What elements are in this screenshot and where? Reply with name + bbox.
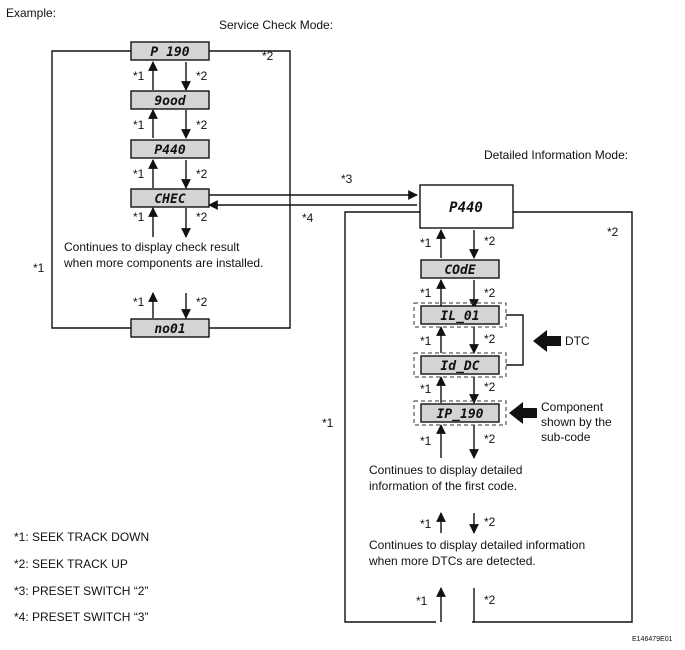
service-note-line-2: when more components are installed. bbox=[64, 256, 264, 270]
marker-star-2: *2 bbox=[196, 167, 208, 181]
lcd-text: IP_190 bbox=[437, 407, 484, 422]
marker-star-2: *2 bbox=[196, 118, 208, 132]
marker-star-1: *1 bbox=[133, 69, 145, 83]
legend-item: *1: SEEK TRACK DOWN bbox=[14, 530, 150, 544]
legend-item: *2: SEEK TRACK UP bbox=[14, 557, 128, 571]
marker-star-1: *1 bbox=[133, 167, 145, 181]
marker-star-1: *1 bbox=[133, 295, 145, 309]
marker-star-2: *2 bbox=[196, 210, 208, 224]
lcd-text: 9ood bbox=[154, 94, 186, 109]
service-arrows bbox=[148, 61, 191, 319]
marker-star-1: *1 bbox=[420, 334, 432, 348]
dashed-frame bbox=[413, 302, 507, 328]
marker-star-2: *2 bbox=[484, 380, 496, 394]
lcd-screen-main bbox=[419, 184, 514, 229]
outer-loop-right bbox=[209, 50, 291, 329]
dashed-frame bbox=[413, 400, 507, 426]
detailed-note-2-line-2: when more DTCs are detected. bbox=[369, 554, 536, 568]
marker-star-1: *1 bbox=[420, 286, 432, 300]
marker-star-1: *1 bbox=[420, 517, 432, 531]
marker-star-2: *2 bbox=[484, 286, 496, 300]
lcd-screen bbox=[420, 305, 500, 325]
component-label-line-2: shown by the bbox=[541, 415, 612, 429]
lcd-screen bbox=[130, 139, 210, 159]
marker-star-2: *2 bbox=[262, 49, 274, 63]
marker-star-2: *2 bbox=[484, 515, 496, 529]
marker-star-2: *2 bbox=[196, 295, 208, 309]
marker-star-1: *1 bbox=[322, 416, 334, 430]
dtc-pointer-arrow bbox=[533, 330, 561, 352]
dtc-bracket bbox=[506, 314, 524, 366]
lcd-text: P 190 bbox=[150, 45, 189, 60]
figure-id: E146479E01 bbox=[632, 636, 673, 643]
component-label-line-1: Component bbox=[541, 400, 604, 414]
service-check-loop bbox=[51, 50, 291, 329]
detailed-note-2-line-1: Continues to display detailed informatio… bbox=[369, 538, 586, 552]
marker-labels: *1 *2 *2 *1 *2 *1 *2 *1 *2 *1 *1 *2 *3 *… bbox=[33, 49, 619, 608]
marker-star-2: *2 bbox=[484, 593, 496, 607]
marker-star-1: *1 bbox=[420, 236, 432, 250]
outer-loop-left bbox=[51, 50, 131, 329]
detailed-loop bbox=[344, 211, 633, 623]
marker-star-1: *1 bbox=[33, 261, 45, 275]
dashed-frame bbox=[413, 352, 507, 378]
lcd-text: P440 bbox=[449, 200, 483, 216]
marker-star-2: *2 bbox=[484, 332, 496, 346]
detailed-note-1-line-2: information of the first code. bbox=[369, 479, 518, 493]
lcd-text: P440 bbox=[154, 143, 185, 158]
detailed-information-mode-title: Detailed Information Mode: bbox=[484, 148, 629, 162]
loop-right bbox=[472, 211, 633, 623]
component-pointer-arrow bbox=[509, 402, 537, 424]
service-check-mode-title: Service Check Mode: bbox=[219, 18, 334, 32]
marker-star-1: *1 bbox=[416, 594, 428, 608]
marker-star-1: *1 bbox=[420, 434, 432, 448]
lcd-text: CHEC bbox=[154, 192, 185, 207]
marker-star-2: *2 bbox=[607, 225, 619, 239]
lcd-screen bbox=[420, 355, 500, 375]
mode-switch-arrows bbox=[208, 190, 418, 210]
marker-star-4: *4 bbox=[302, 211, 314, 225]
lcd-screen bbox=[420, 403, 500, 423]
detailed-arrows bbox=[436, 229, 479, 622]
marker-star-1: *1 bbox=[133, 210, 145, 224]
detailed-screens: P440 COdE IL_01 Id_DC IP_190 bbox=[413, 184, 514, 426]
lcd-text: COdE bbox=[444, 263, 475, 278]
dtc-label: DTC bbox=[565, 334, 590, 348]
lcd-screen bbox=[130, 90, 210, 110]
service-note-line-1: Continues to display check result bbox=[64, 240, 240, 254]
marker-star-2: *2 bbox=[196, 69, 208, 83]
loop-left bbox=[344, 211, 436, 623]
lcd-text: no01 bbox=[154, 322, 185, 337]
lcd-screen bbox=[420, 259, 500, 279]
lcd-screen bbox=[130, 188, 210, 208]
marker-star-2: *2 bbox=[484, 234, 496, 248]
lcd-text: Id_DC bbox=[440, 359, 479, 374]
example-label: Example: bbox=[6, 6, 57, 20]
lcd-text: IL_01 bbox=[440, 309, 479, 324]
legend-item: *4: PRESET SWITCH “3” bbox=[14, 610, 149, 624]
service-screens: P 190 9ood P440 CHEC no01 bbox=[130, 41, 210, 338]
lcd-screen bbox=[130, 41, 210, 61]
marker-star-3: *3 bbox=[341, 172, 353, 186]
marker-star-1: *1 bbox=[133, 118, 145, 132]
detailed-note-1-line-1: Continues to display detailed bbox=[369, 463, 523, 477]
component-label-line-3: sub-code bbox=[541, 430, 591, 444]
lcd-screen bbox=[130, 318, 210, 338]
legend-item: *3: PRESET SWITCH “2” bbox=[14, 584, 149, 598]
marker-star-2: *2 bbox=[484, 432, 496, 446]
marker-star-1: *1 bbox=[420, 382, 432, 396]
